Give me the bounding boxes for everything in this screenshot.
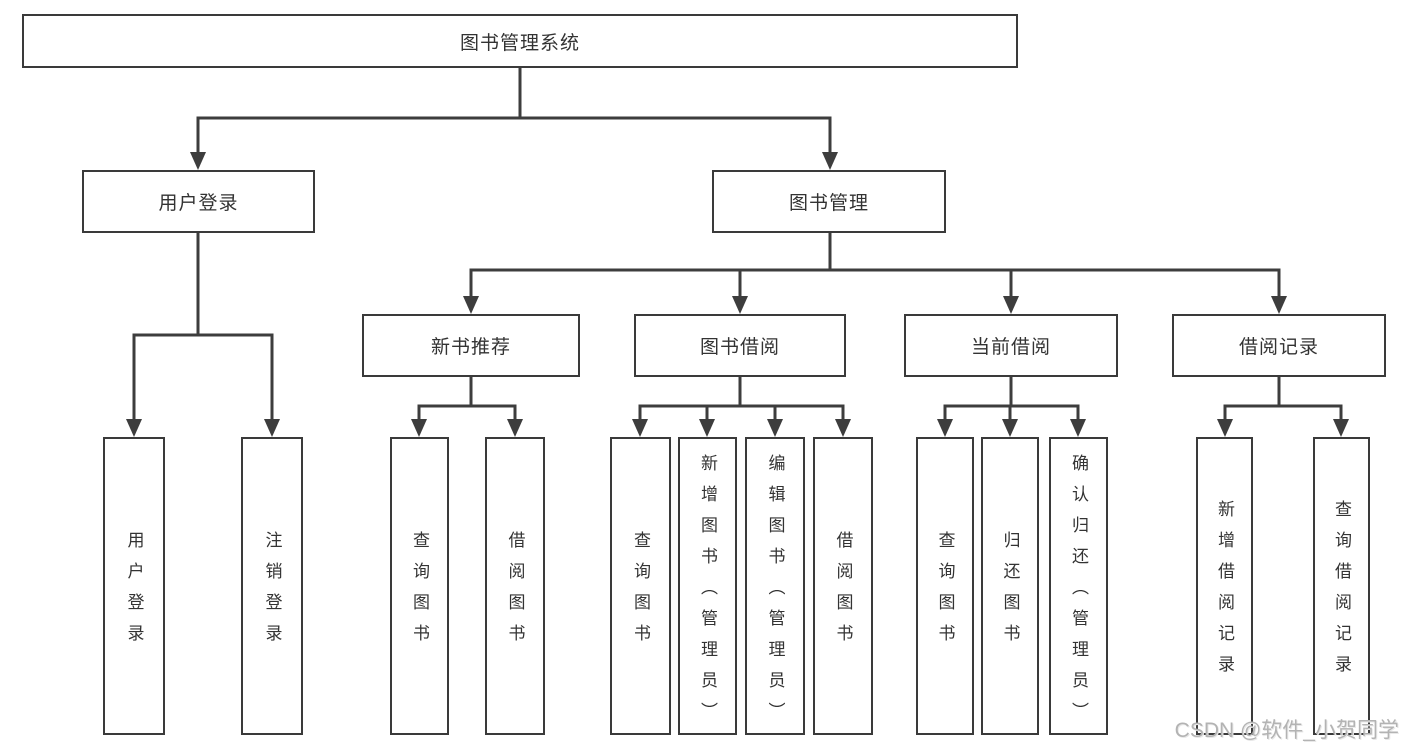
leaf-add-books-admin: 新增图书（管理员） xyxy=(678,437,737,735)
node-user-login: 用户登录 xyxy=(82,170,315,233)
leaf-edit-books-admin: 编辑图书（管理员） xyxy=(745,437,805,735)
leaf-confirm-return-admin: 确认归还（管理员） xyxy=(1049,437,1108,735)
node-book-borrowing: 图书借阅 xyxy=(634,314,846,377)
leaf-label: 借阅图书 xyxy=(505,531,525,655)
leaf-return-books: 归还图书 xyxy=(981,437,1039,735)
leaf-query-books-recommend: 查询图书 xyxy=(390,437,449,735)
leaf-query-borrow-record: 查询借阅记录 xyxy=(1313,437,1370,735)
leaf-label: 查询借阅记录 xyxy=(1332,500,1351,686)
node-current-borrowing: 当前借阅 xyxy=(904,314,1118,377)
leaf-query-books-current: 查询图书 xyxy=(916,437,974,735)
leaf-logout: 注销登录 xyxy=(241,437,303,735)
leaf-user-login: 用户登录 xyxy=(103,437,165,735)
leaf-label: 新增借阅记录 xyxy=(1215,500,1234,686)
leaf-label: 新增图书（管理员） xyxy=(698,453,717,733)
leaf-label: 注销登录 xyxy=(262,531,282,655)
leaf-label: 确认归还（管理员） xyxy=(1069,453,1088,733)
leaf-label: 查询图书 xyxy=(631,531,650,655)
leaf-query-books-borrowing: 查询图书 xyxy=(610,437,671,735)
csdn-watermark: CSDN @软件_小贺同学 xyxy=(1174,719,1399,742)
node-book-management: 图书管理 xyxy=(712,170,946,233)
leaf-label: 归还图书 xyxy=(1000,531,1020,655)
leaf-label: 借阅图书 xyxy=(833,531,853,655)
node-library-management-system: 图书管理系统 xyxy=(22,14,1018,68)
leaf-borrow-books-recommend: 借阅图书 xyxy=(485,437,545,735)
leaf-label: 查询图书 xyxy=(410,531,429,655)
leaf-label: 编辑图书（管理员） xyxy=(765,453,785,733)
arrowheads xyxy=(126,152,1349,437)
leaf-label: 用户登录 xyxy=(124,531,144,655)
leaf-add-borrow-record: 新增借阅记录 xyxy=(1196,437,1253,735)
leaf-label: 查询图书 xyxy=(935,531,955,655)
leaf-borrow-books: 借阅图书 xyxy=(813,437,873,735)
node-new-book-recommendation: 新书推荐 xyxy=(362,314,580,377)
node-borrowing-records: 借阅记录 xyxy=(1172,314,1386,377)
